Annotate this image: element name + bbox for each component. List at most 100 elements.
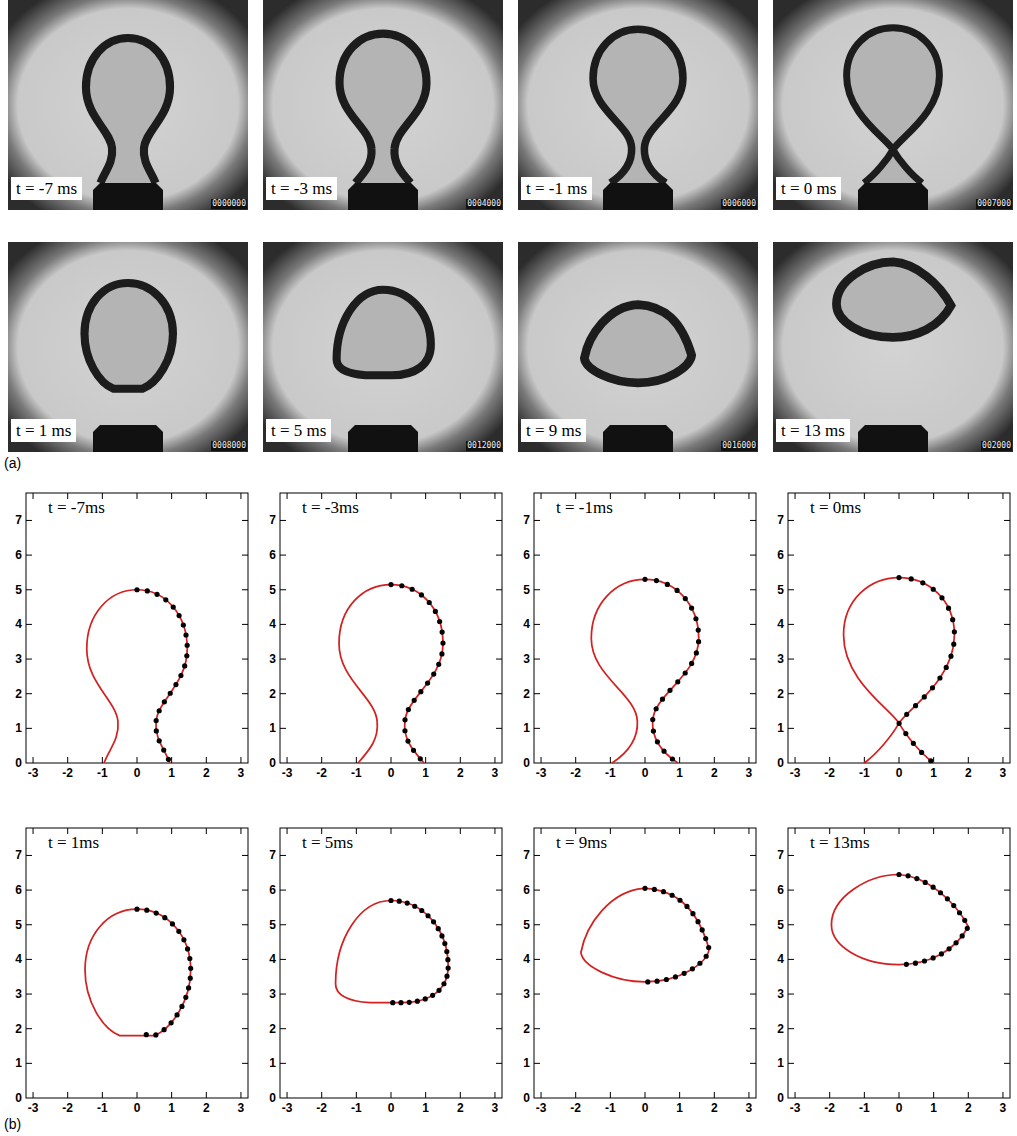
time-label: t = -3 ms: [266, 177, 337, 200]
x-tick-label: -1: [97, 767, 108, 779]
x-tick-label: -2: [62, 767, 73, 779]
y-tick-label: 5: [523, 584, 530, 596]
profile-plot: [788, 828, 1010, 1098]
photo-frame: [263, 242, 503, 452]
y-tick-label: 4: [523, 618, 530, 630]
profile-plot: [534, 828, 756, 1098]
x-tick-label: 1: [168, 1102, 175, 1114]
panel-label: (a): [4, 456, 21, 470]
x-tick-label: -3: [790, 767, 801, 779]
y-tick-label: 4: [15, 953, 22, 965]
x-tick-label: -2: [570, 767, 581, 779]
y-tick-label: 1: [15, 1057, 22, 1069]
x-tick-label: -3: [28, 1102, 39, 1114]
y-tick-label: 5: [523, 919, 530, 931]
y-tick-label: 1: [777, 1057, 784, 1069]
y-tick-label: 3: [15, 988, 22, 1000]
x-tick-label: 1: [676, 1102, 683, 1114]
profile-plot: [280, 493, 502, 763]
x-tick-label: -1: [859, 1102, 870, 1114]
y-tick-label: 5: [269, 584, 276, 596]
y-tick-label: 4: [777, 618, 784, 630]
plot-title: t = 1ms: [48, 834, 99, 851]
y-tick-label: 7: [269, 514, 276, 526]
y-tick-label: 5: [269, 919, 276, 931]
x-tick-label: 2: [965, 767, 972, 779]
photo-frame: [263, 0, 503, 210]
y-tick-label: 7: [269, 849, 276, 861]
plot-title: t = 5ms: [302, 834, 353, 851]
y-tick-label: 3: [523, 653, 530, 665]
x-tick-label: 1: [930, 767, 937, 779]
y-tick-label: 6: [269, 884, 276, 896]
x-tick-label: -2: [316, 767, 327, 779]
x-tick-label: 2: [457, 1102, 464, 1114]
y-tick-label: 3: [777, 988, 784, 1000]
y-tick-label: 7: [15, 514, 22, 526]
x-tick-label: 2: [457, 767, 464, 779]
photo-frame: [518, 242, 758, 452]
x-tick-label: -1: [859, 767, 870, 779]
y-tick-label: 3: [15, 653, 22, 665]
x-tick-label: 2: [711, 1102, 718, 1114]
y-tick-label: 6: [777, 884, 784, 896]
y-tick-label: 2: [523, 688, 530, 700]
y-tick-label: 0: [523, 1092, 530, 1104]
y-tick-label: 7: [523, 514, 530, 526]
x-tick-label: 0: [896, 1102, 903, 1114]
y-tick-label: 1: [523, 1057, 530, 1069]
frame-number: 0000000: [211, 199, 247, 209]
x-tick-label: 2: [965, 1102, 972, 1114]
photo-frame: [518, 0, 758, 210]
plot-title: t = -7ms: [48, 499, 105, 516]
time-label: t = -1 ms: [521, 177, 592, 200]
y-tick-label: 2: [523, 1023, 530, 1035]
y-tick-label: 5: [15, 919, 22, 931]
plot-title: t = -3ms: [302, 499, 359, 516]
y-tick-label: 6: [523, 884, 530, 896]
x-tick-label: 0: [642, 1102, 649, 1114]
x-tick-label: 3: [238, 1102, 245, 1114]
y-tick-label: 7: [15, 849, 22, 861]
y-tick-label: 1: [269, 722, 276, 734]
frame-number: 0016000: [721, 441, 757, 451]
x-tick-label: 3: [1000, 1102, 1007, 1114]
photo-frame: [8, 242, 248, 452]
y-tick-label: 4: [523, 953, 530, 965]
y-tick-label: 1: [777, 722, 784, 734]
panel-label: (b): [4, 1117, 21, 1131]
plot-title: t = 9ms: [556, 834, 607, 851]
y-tick-label: 3: [269, 653, 276, 665]
x-tick-label: -2: [62, 1102, 73, 1114]
y-tick-label: 1: [523, 722, 530, 734]
x-tick-label: -3: [282, 1102, 293, 1114]
profile-plot: [280, 828, 502, 1098]
x-tick-label: 3: [492, 1102, 499, 1114]
y-tick-label: 2: [777, 1023, 784, 1035]
frame-number: 0004000: [466, 199, 502, 209]
y-tick-label: 2: [15, 688, 22, 700]
x-tick-label: 3: [746, 767, 753, 779]
x-tick-label: -1: [605, 767, 616, 779]
x-tick-label: -2: [824, 1102, 835, 1114]
x-tick-label: 0: [388, 767, 395, 779]
x-tick-label: 1: [930, 1102, 937, 1114]
y-tick-label: 0: [15, 757, 22, 769]
plot-title: t = 0ms: [810, 499, 861, 516]
y-tick-label: 3: [777, 653, 784, 665]
y-tick-label: 6: [269, 549, 276, 561]
profile-plot: [26, 493, 248, 763]
y-tick-label: 0: [523, 757, 530, 769]
frame-number: 002000: [981, 441, 1012, 451]
x-tick-label: 1: [422, 767, 429, 779]
x-tick-label: 1: [422, 1102, 429, 1114]
y-tick-label: 1: [15, 722, 22, 734]
y-tick-label: 2: [15, 1023, 22, 1035]
y-tick-label: 6: [15, 884, 22, 896]
y-tick-label: 6: [15, 549, 22, 561]
x-tick-label: 0: [896, 767, 903, 779]
y-tick-label: 1: [269, 1057, 276, 1069]
x-tick-label: 0: [134, 767, 141, 779]
profile-plot: [788, 493, 1010, 763]
